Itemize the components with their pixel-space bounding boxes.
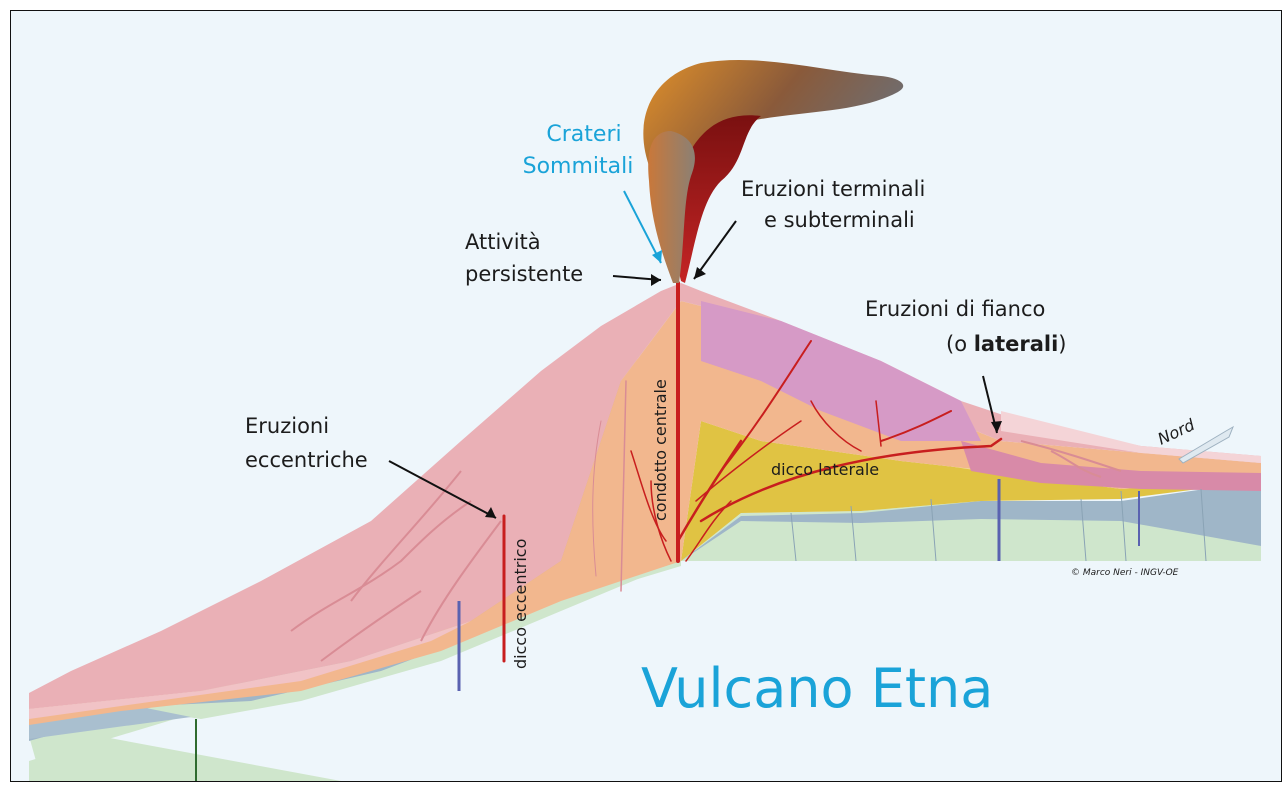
credit-label: © Marco Neri - INGV-OE — [1071, 568, 1179, 578]
crateri-label-line2: Sommitali — [523, 154, 634, 179]
persistente-label-line1: Attività — [465, 230, 541, 254]
eccentriche-label-line1: Eruzioni — [245, 414, 329, 438]
diagram-frame: Crateri Sommitali Eruzioni terminali e s… — [10, 10, 1282, 782]
crateri-label-line1: Crateri — [546, 122, 621, 147]
terminali-label-line2: e subterminali — [764, 208, 915, 232]
nord-label: Nord — [1155, 415, 1199, 449]
dicco-laterale-label: dicco laterale — [771, 460, 879, 479]
fianco-label-line2: (o laterali) — [946, 332, 1067, 356]
diagram-title: Vulcano Etna — [641, 657, 993, 720]
dicco-eccentrico-label: dicco eccentrico — [511, 539, 530, 669]
persistente-label-line2: persistente — [465, 262, 583, 286]
condotto-centrale-label: condotto centrale — [651, 379, 670, 521]
eccentriche-label-line2: eccentriche — [245, 448, 368, 472]
eruption-plume — [643, 60, 903, 283]
etna-cross-section: Crateri Sommitali Eruzioni terminali e s… — [11, 11, 1281, 781]
fianco-label-line1: Eruzioni di fianco — [865, 297, 1045, 321]
terminali-label-line1: Eruzioni terminali — [741, 177, 925, 201]
